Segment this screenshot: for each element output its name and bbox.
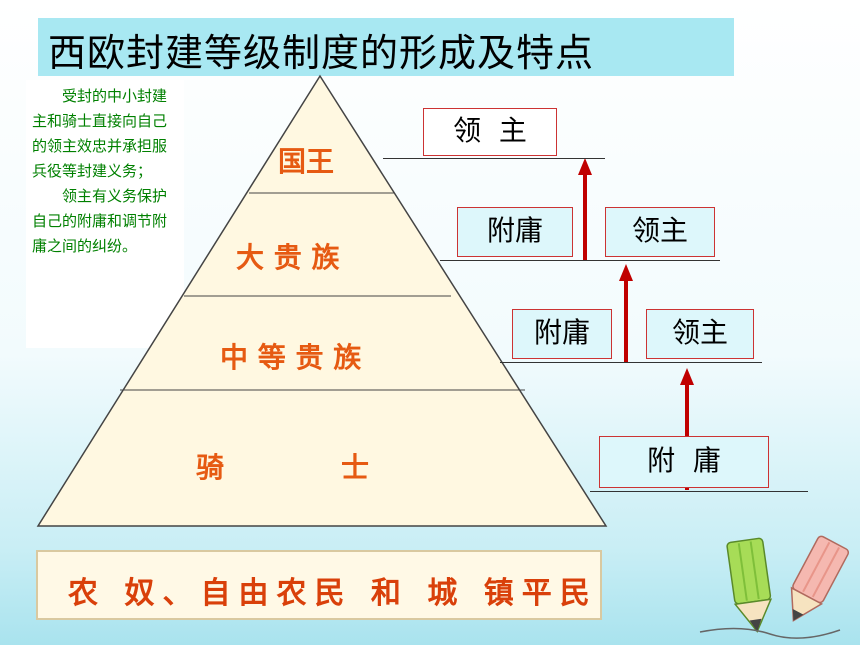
pencils-illustration <box>699 535 850 639</box>
note-box: 受封的中小封建主和骑士直接向自己的领主效忠并承担服兵役等封建义务； 领主有义务保… <box>26 80 184 348</box>
tier-king: 国王 <box>278 145 335 178</box>
pink-pencil-icon <box>790 535 850 622</box>
pyramid-shape <box>36 74 608 527</box>
bottom-bar: 农 奴、自由农民 和 城 镇平民 <box>36 550 602 620</box>
title-bar: 西欧封建等级制度的形成及特点 <box>38 18 734 76</box>
vassal-box-row4: 附 庸 <box>599 436 769 488</box>
vassal-box-row3: 附庸 <box>512 309 612 359</box>
arrow-2 <box>619 264 633 362</box>
pencil-scribble <box>699 627 841 639</box>
tier-middle-nobles: 中 等 贵 族 <box>220 341 362 374</box>
lord-box-row1: 领 主 <box>423 108 557 156</box>
baseline-row2 <box>440 260 720 261</box>
baseline-row4 <box>590 491 808 492</box>
lord-box-row2: 领主 <box>605 207 715 257</box>
baseline-row1 <box>383 158 605 159</box>
note-paragraph-2: 领主有义务保护自己的附庸和调节附庸之间的纠纷。 <box>32 187 168 255</box>
vassal-box-row2: 附庸 <box>457 207 573 257</box>
tier-great-nobles: 大 贵 族 <box>236 241 340 274</box>
arrow-1 <box>578 158 592 260</box>
lord-box-row3: 领主 <box>646 309 754 359</box>
green-pencil-icon <box>726 537 773 633</box>
baseline-row3 <box>500 362 762 363</box>
note-paragraph-1: 受封的中小封建主和骑士直接向自己的领主效忠并承担服兵役等封建义务； <box>32 87 168 180</box>
tier-knights: 骑 士 <box>196 451 369 484</box>
page-title: 西欧封建等级制度的形成及特点 <box>48 31 595 75</box>
bottom-classes-text: 农 奴、自由农民 和 城 镇平民 <box>68 576 598 611</box>
